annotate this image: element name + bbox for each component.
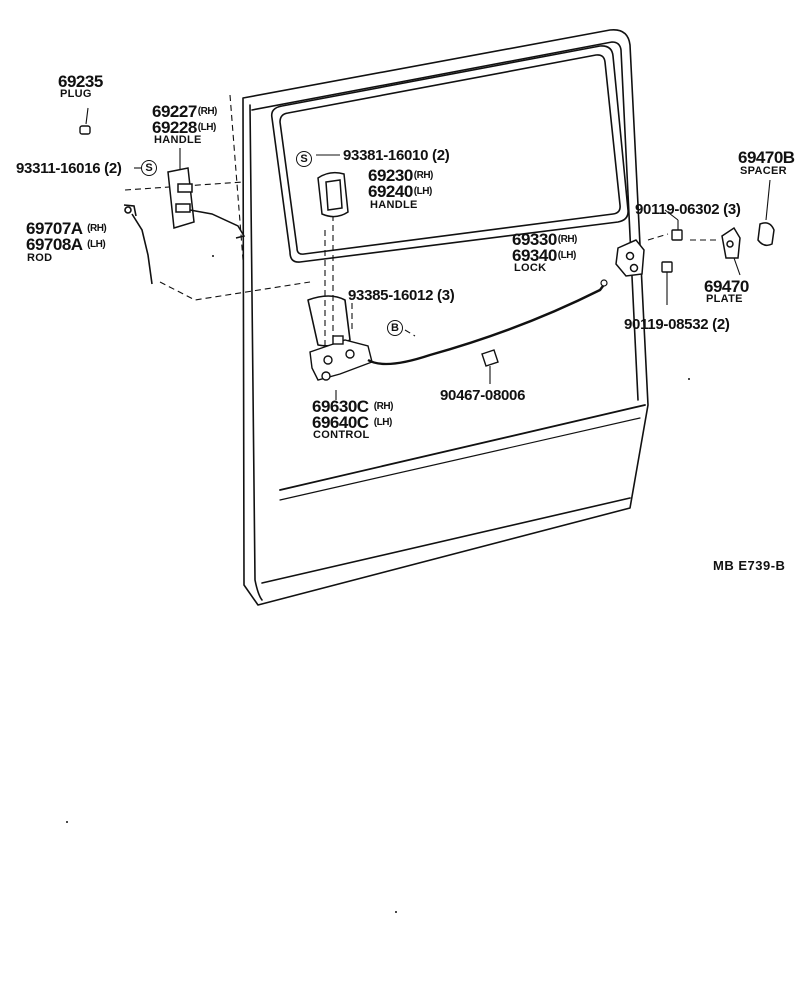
screw-b-mark: B — [387, 320, 403, 336]
label-handle-inner-lh: 69240(LH) — [368, 182, 432, 201]
label-plate-name: PLATE — [706, 293, 743, 305]
label-rod-lh: 69708A (LH) — [26, 235, 106, 254]
speck — [688, 378, 690, 380]
speck — [66, 821, 68, 823]
bolt-lock-part — [671, 229, 683, 241]
label-plug-name: PLUG — [60, 88, 92, 100]
door-panel-outline — [242, 28, 649, 606]
screw-s-mark-1: S — [141, 160, 157, 176]
inner-handle-part — [317, 171, 349, 218]
label-lock-rh: 69330(RH) — [512, 230, 577, 249]
screw-s-mark-2: S — [296, 151, 312, 167]
label-clip: 90467-08006 — [440, 387, 526, 404]
leader-lock-bolt — [647, 233, 669, 241]
control-part — [309, 335, 373, 381]
plug-part — [79, 125, 91, 135]
label-bolt-lock: 90119-06302 (3) — [635, 201, 741, 218]
body-lower-crease — [261, 497, 631, 584]
lock-part — [615, 239, 645, 277]
label-control-name: CONTROL — [313, 429, 370, 441]
label-handle-inner-rh: 69230(RH) — [368, 166, 433, 185]
body-moulding-lower — [279, 417, 641, 501]
drawing-code: MB E739-B — [713, 558, 786, 573]
label-screw-inner: 93381-16010 (2) — [343, 147, 450, 164]
label-plug-number: 69235 — [58, 72, 103, 91]
label-lock-lh: 69340(LH) — [512, 246, 576, 265]
leader-window-frame — [229, 94, 244, 261]
plate-part — [721, 226, 741, 259]
label-handle-outer-name: HANDLE — [154, 134, 202, 146]
label-screw-handle: 93311-16016 (2) — [16, 160, 122, 177]
label-plate-number: 69470 — [704, 277, 749, 296]
door-panel-inner-edge — [251, 41, 639, 401]
outer-handle-part — [167, 167, 246, 239]
label-spacer-name: SPACER — [740, 165, 787, 177]
speck — [212, 255, 214, 257]
clip-part — [481, 349, 499, 367]
bolt-plate-part — [661, 261, 673, 305]
leader-rod-lower — [159, 281, 311, 301]
window-frame-outer — [270, 45, 629, 263]
label-control-rh: 69630C (RH) — [312, 397, 393, 416]
label-spacer-number: 69470B — [738, 148, 795, 167]
body-moulding — [279, 404, 646, 491]
door-front-edge — [249, 104, 263, 601]
window-frame-inner — [279, 54, 621, 255]
label-rod-rh: 69707A (RH) — [26, 219, 107, 238]
label-control-lh: 69640C (LH) — [312, 413, 392, 432]
label-lock-name: LOCK — [514, 262, 547, 274]
label-handle-inner-name: HANDLE — [370, 199, 418, 211]
control-cable — [367, 281, 607, 366]
label-handle-outer-lh: 69228(LH) — [152, 118, 216, 137]
rod-part — [123, 204, 153, 285]
leader-screw-b — [404, 329, 416, 337]
speck — [395, 911, 397, 913]
label-rod-name: ROD — [27, 252, 53, 264]
handle-recess — [307, 295, 351, 347]
spacer-part — [757, 222, 775, 247]
label-bolt-plate: 90119-08532 (2) — [624, 316, 730, 333]
label-screw-control: 93385-16012 (3) — [348, 287, 455, 304]
label-handle-outer-rh: 69227(RH) — [152, 102, 217, 121]
